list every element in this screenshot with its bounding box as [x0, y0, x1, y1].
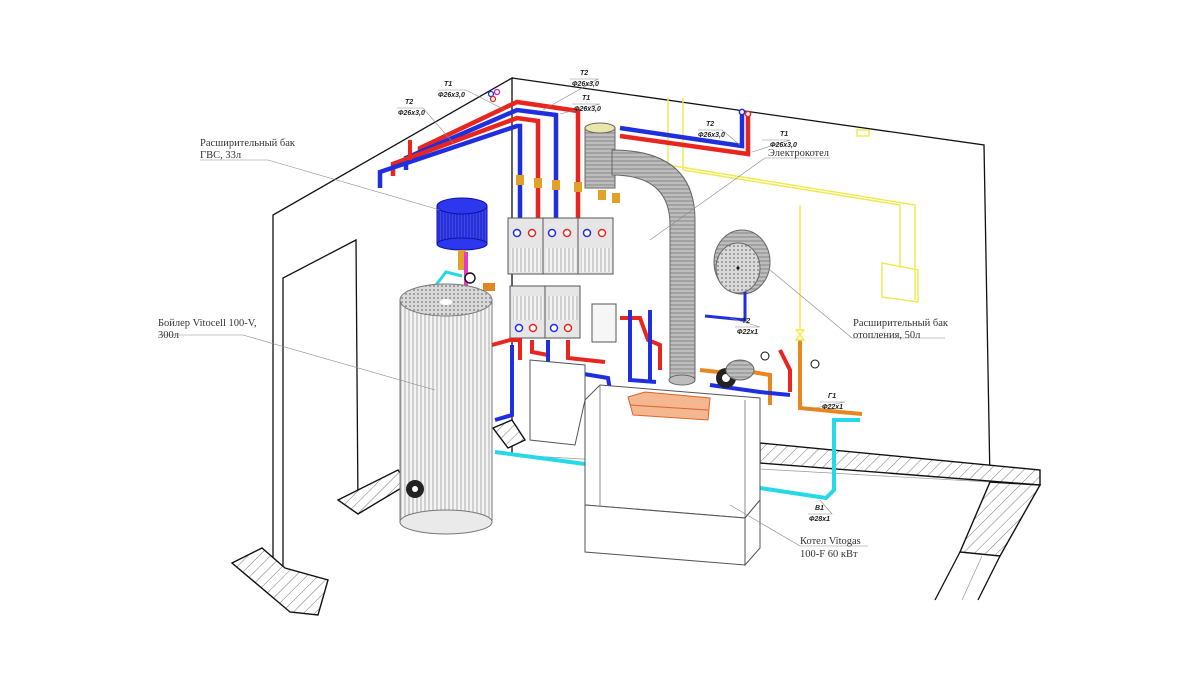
svg-text:Котел Vitogas: Котел Vitogas: [800, 536, 861, 547]
svg-text:100-F 60 кВт: 100-F 60 кВт: [800, 549, 858, 560]
floor-slab-door: [336, 469, 410, 515]
svg-text:ГВС, 33л: ГВС, 33л: [200, 150, 241, 161]
pump-groups: [507, 217, 617, 343]
svg-text:Ф22х1: Ф22х1: [822, 404, 843, 411]
dhw-expansion-tank: [434, 197, 495, 291]
svg-text:Ф26х3,0: Ф26х3,0: [770, 142, 797, 149]
svg-text:Ф26х3,0: Ф26х3,0: [698, 132, 725, 139]
burner-block: [627, 391, 711, 421]
pipe-tag-v1-water: В1 Ф28х1: [809, 505, 830, 523]
room-walls: [230, 76, 1042, 616]
svg-text:Бойлер Vitocell 100-V,: Бойлер Vitocell 100-V,: [158, 318, 257, 329]
distribution-piping: [491, 310, 863, 501]
svg-text:T2: T2: [742, 318, 750, 325]
callout-water-heater: Бойлер Vitocell 100-V, 300л: [158, 318, 257, 341]
svg-text:Расширительный бак: Расширительный бак: [853, 318, 949, 329]
svg-text:T1: T1: [444, 81, 452, 88]
callout-electric-boiler: Электрокотел: [768, 148, 829, 159]
callout-dhw-expansion-tank: Расширительный бак ГВС, 33л: [200, 138, 296, 161]
svg-text:В1: В1: [815, 505, 824, 512]
svg-text:Ф22х1: Ф22х1: [737, 329, 758, 336]
pipe-tag-t2-top-mid: T2 Ф26х3,0: [572, 70, 599, 88]
svg-text:отопления, 50л: отопления, 50л: [853, 330, 920, 341]
svg-text:Ф28х1: Ф28х1: [809, 516, 830, 523]
electrical-wiring: [667, 98, 919, 330]
svg-text:Ф26х3,0: Ф26х3,0: [572, 81, 599, 88]
svg-text:300л: 300л: [158, 330, 179, 341]
svg-text:T2: T2: [580, 70, 588, 77]
svg-text:Электрокотел: Электрокотел: [768, 148, 829, 159]
pipe-tag-t2-left: T2 Ф26х3,0: [398, 99, 425, 117]
pipe-tag-t1-top-mid: T1 Ф26х3,0: [574, 95, 601, 113]
svg-text:Ф26х3,0: Ф26х3,0: [574, 106, 601, 113]
water-heater-tank: [399, 283, 493, 535]
leader-lines: [158, 78, 945, 547]
pipe-tag-t1-top-left: T1 Ф26х3,0: [438, 81, 465, 99]
callout-gas-boiler: Котел Vitogas 100-F 60 кВт: [800, 536, 861, 560]
wall-socket: [856, 129, 870, 137]
svg-text:T2: T2: [706, 121, 714, 128]
svg-text:Расширительный бак: Расширительный бак: [200, 138, 296, 149]
safety-valve: [794, 329, 806, 341]
pipe-tag-t2-top-right: T2 Ф26х3,0: [698, 121, 725, 139]
svg-text:Ф26х3,0: Ф26х3,0: [438, 92, 465, 99]
heating-mains: [377, 88, 752, 224]
pipe-tag-g1-gas: Г1 Ф22х1: [822, 393, 843, 411]
gas-boiler: [529, 359, 761, 567]
floor-slab-left: [230, 547, 329, 616]
callout-heating-expansion-tank: Расширительный бак отопления, 50л: [853, 318, 949, 341]
svg-text:Г1: Г1: [828, 393, 836, 400]
svg-text:T1: T1: [582, 95, 590, 102]
heating-expansion-tank: [704, 229, 771, 322]
flue-pipe: [584, 122, 696, 386]
pressure-gauge: [760, 351, 770, 361]
floor-slab-corner: [958, 481, 1042, 557]
electrical-panel: [881, 262, 919, 303]
electric-boiler-body: [591, 303, 617, 343]
pipe-tag-t1-top-right: T1 Ф26х3,0: [770, 131, 797, 149]
pipe-tag-t2-right: T2 Ф22х1: [737, 318, 758, 336]
svg-text:T1: T1: [780, 131, 788, 138]
floor-slab-right: [759, 442, 1041, 486]
floor-slab-back: [491, 419, 527, 449]
svg-text:T2: T2: [405, 99, 413, 106]
svg-text:Ф26х3,0: Ф26х3,0: [398, 110, 425, 117]
